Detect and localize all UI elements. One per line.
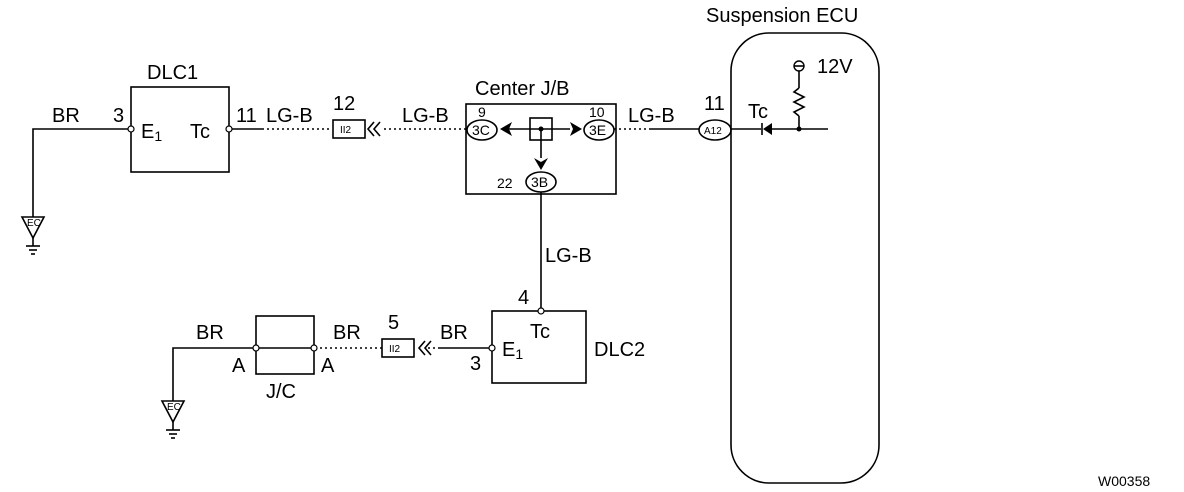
arrow-right-icon <box>570 122 582 136</box>
ground-1-code: EC <box>27 218 41 229</box>
center-jb-pin-right: 10 <box>589 104 605 120</box>
ecu-voltage: 12V <box>817 56 853 78</box>
wire-label-lgb-2: LG-B <box>402 105 449 127</box>
connector-12-number: 12 <box>333 93 355 115</box>
center-jb-pin-left: 9 <box>478 104 486 120</box>
ecu-outline <box>730 32 880 484</box>
connector-a12-icon <box>698 119 732 141</box>
connector-5-number: 5 <box>388 312 399 334</box>
connector-5-code: II2 <box>389 344 401 355</box>
connector-a12-code: A12 <box>704 126 722 137</box>
connector-3e-code: 3E <box>589 122 606 138</box>
wire-label-br-4: BR <box>440 322 468 344</box>
dlc2-title: DLC2 <box>594 339 645 361</box>
jc-outline <box>255 315 315 375</box>
wire-label-lgb-3: LG-B <box>628 105 675 127</box>
dlc2-e1-label: E1 <box>502 339 523 362</box>
dlc2-tc-terminal <box>537 307 545 315</box>
dlc2: 4 Tc E1 3 DLC2 <box>470 287 645 384</box>
diode-icon <box>763 123 772 135</box>
jc: A A J/C <box>232 315 335 403</box>
pullup-resistor-icon <box>792 87 806 117</box>
dlc1-e1-terminal <box>127 125 135 133</box>
wire-label-br-1: BR <box>52 105 80 127</box>
wire-dlc2-to-jc: BR II2 5 BR <box>318 312 489 358</box>
ground-triangle-icon <box>160 400 186 424</box>
arrow-down-icon <box>534 158 548 170</box>
connector-3b-code: 3B <box>531 174 548 190</box>
wire-label-br-3: BR <box>333 322 361 344</box>
jc-pin-right: A <box>321 355 335 377</box>
ground-1: BR EC <box>20 105 128 255</box>
dlc2-pin-tc: 4 <box>518 287 529 309</box>
jc-title: J/C <box>266 381 296 403</box>
center-jb-pin-bottom: 22 <box>497 175 513 191</box>
jc-pin-left: A <box>232 355 246 377</box>
connector-ecu-number: 11 <box>704 93 725 115</box>
dlc2-pin-e1: 3 <box>470 353 481 375</box>
ground-triangle-icon <box>20 216 46 240</box>
wire-dlc1-to-jb: LG-B 12 II2 LG-B <box>232 93 466 139</box>
wire-jb-to-ecu: LG-B 11 A12 <box>614 93 732 141</box>
wire-label-br-2: BR <box>196 322 224 344</box>
jc-terminal-left <box>252 344 260 352</box>
ground-2-code: EC <box>167 402 181 413</box>
suspension-ecu: Suspension ECU 12V Tc <box>706 5 880 484</box>
figure-id: W00358 <box>1098 473 1150 489</box>
dlc1-pin-e1: 3 <box>113 105 124 127</box>
center-jb: Center J/B 9 10 22 3C 3E 3B <box>465 78 617 195</box>
jc-terminal-right <box>310 344 318 352</box>
arrow-left-icon <box>500 122 512 136</box>
dlc2-tc-label: Tc <box>530 321 550 343</box>
connector-12-icon <box>332 119 366 139</box>
dlc1: DLC1 3 E1 Tc 11 <box>113 62 257 173</box>
wire-label-lgb-1: LG-B <box>266 105 313 127</box>
ecu-tc-label: Tc <box>748 101 768 123</box>
connector-3c-icon <box>466 119 498 141</box>
dlc2-e1-terminal <box>488 344 496 352</box>
wire-label-lgb-4: LG-B <box>545 245 592 267</box>
connector-12-code: II2 <box>340 125 352 136</box>
ground-2: BR EC <box>160 322 253 439</box>
connector-3e-icon <box>583 119 615 141</box>
dlc1-e1-label: E1 <box>141 121 162 144</box>
dlc1-pin-tc: 11 <box>236 105 257 127</box>
wire-jb-to-dlc2: LG-B <box>540 192 592 311</box>
ecu-title: Suspension ECU <box>706 5 858 27</box>
dlc1-title: DLC1 <box>147 62 198 84</box>
center-jb-title: Center J/B <box>475 78 569 100</box>
dlc1-tc-terminal <box>225 125 233 133</box>
dlc1-tc-label: Tc <box>190 121 210 143</box>
connector-3c-code: 3C <box>472 122 490 138</box>
